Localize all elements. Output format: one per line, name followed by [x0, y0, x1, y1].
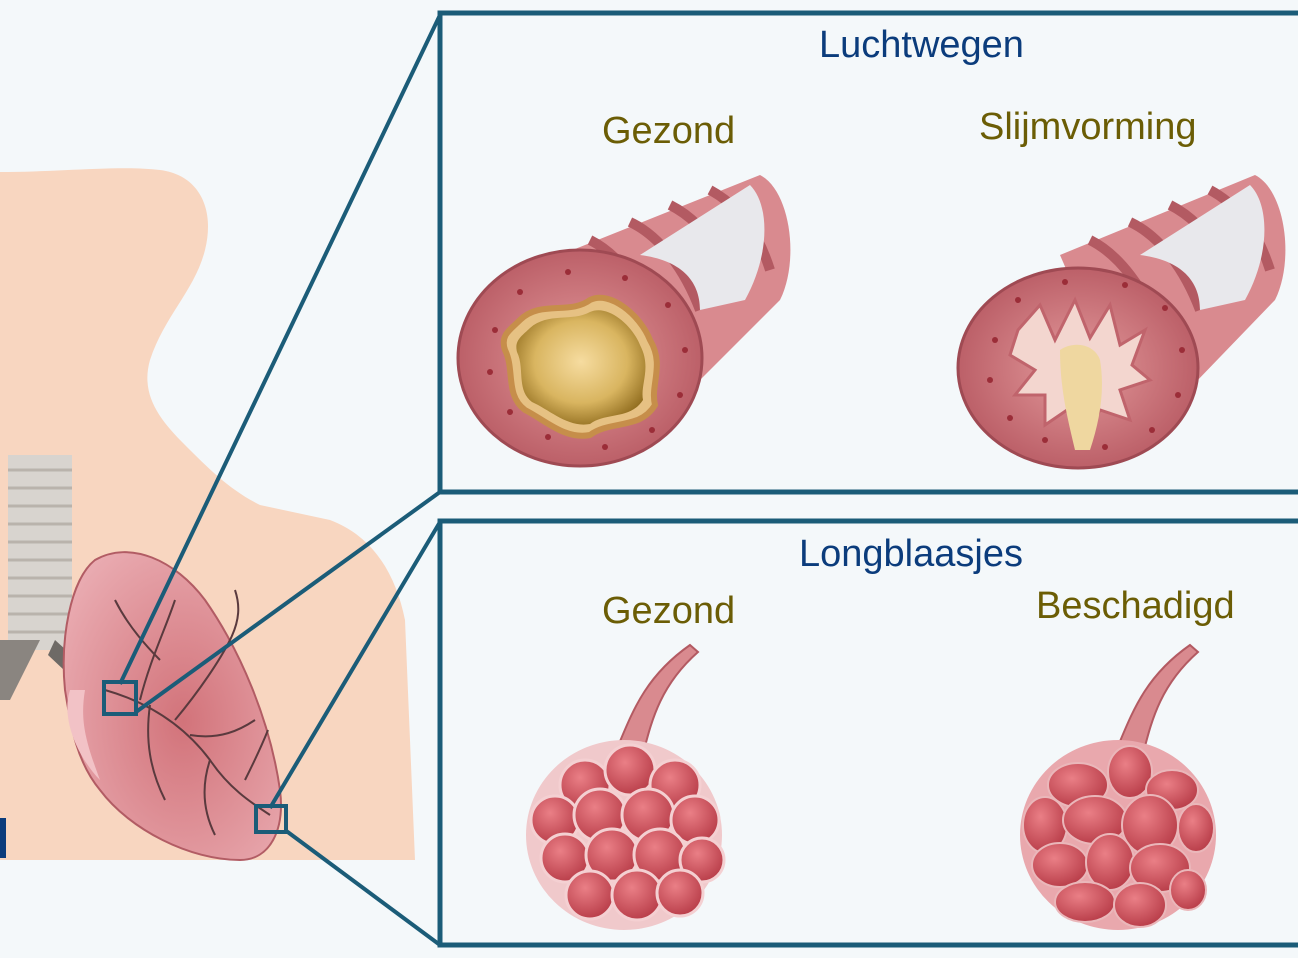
airways-title: Luchtwegen [819, 24, 1024, 67]
airways-healthy-label: Gezond [602, 110, 735, 153]
alveoli-damaged-label: Beschadigd [1036, 585, 1235, 628]
edge-marker [0, 818, 6, 858]
alveoli-title: Longblaasjes [799, 533, 1023, 576]
airways-mucus-label: Slijmvorming [979, 106, 1196, 149]
alveoli-healthy-label: Gezond [602, 590, 735, 633]
